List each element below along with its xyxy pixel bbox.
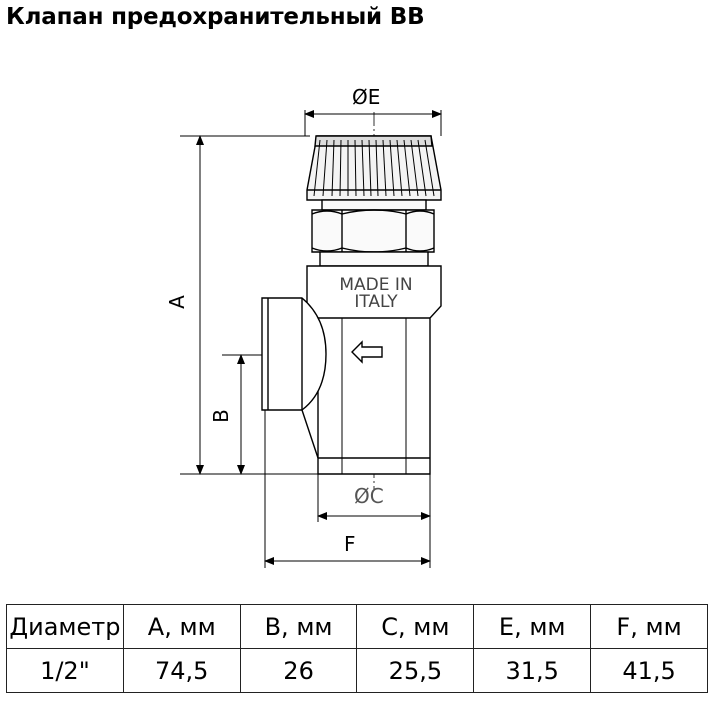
- table-header-cell: Диаметр: [6, 604, 124, 649]
- table-header-cell: C, мм: [356, 604, 475, 649]
- stamp-text-line1: MADE IN: [339, 275, 412, 295]
- stamp-text-line2: ITALY: [354, 292, 398, 312]
- valve-cap: [306, 135, 442, 201]
- dimension-f-label: F: [344, 532, 356, 556]
- side-inlet: [261, 297, 327, 459]
- dimension-lines: [180, 110, 442, 568]
- table-cell: 26: [239, 648, 358, 693]
- table-cell: 41,5: [590, 648, 708, 693]
- table-header-cell: E, мм: [473, 604, 592, 649]
- dimension-e-label: ØE: [352, 85, 380, 109]
- dimension-c-label: ØC: [354, 484, 384, 508]
- specs-table: Диаметр A, мм B, мм C, мм E, мм F, мм 1/…: [6, 604, 708, 693]
- page-title: Клапан предохранительный ВВ: [6, 4, 425, 30]
- flow-arrow-icon: [351, 340, 383, 364]
- table-header-row: Диаметр A, мм B, мм C, мм E, мм F, мм: [6, 604, 708, 649]
- table-header-cell: B, мм: [239, 604, 358, 649]
- table-cell: 74,5: [122, 648, 241, 693]
- table-header-cell: F, мм: [590, 604, 708, 649]
- dimension-a-label: A: [165, 295, 189, 309]
- hex-nut: [311, 199, 435, 267]
- valve-diagram: ØE A B ØC F MADE IN ITALY: [165, 85, 442, 568]
- table-cell: 31,5: [473, 648, 592, 693]
- table-header-cell: A, мм: [122, 604, 241, 649]
- table-row: 1/2" 74,5 26 25,5 31,5 41,5: [6, 648, 708, 693]
- table-cell: 1/2": [6, 648, 124, 693]
- table-cell: 25,5: [356, 648, 475, 693]
- dimension-b-label: B: [209, 409, 233, 423]
